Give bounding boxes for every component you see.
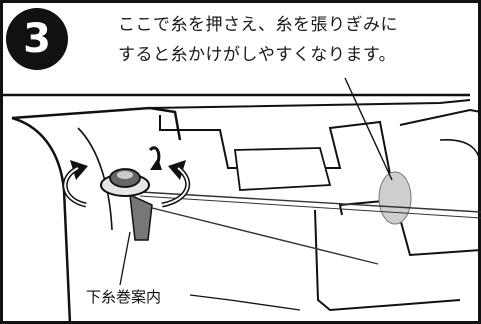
label-leader-1 <box>119 231 131 286</box>
thread-upper <box>139 191 481 213</box>
label-leader-2 <box>189 294 301 311</box>
recess-slot <box>233 147 332 191</box>
header <box>0 0 481 88</box>
thread-upper-shadow <box>139 195 481 219</box>
instruction-text: ここで糸を押さえ、糸を張りぎみに すると糸かけがしやすくなります。 <box>118 10 398 70</box>
top-cover-outline <box>159 115 397 216</box>
thread-lower <box>139 204 379 265</box>
curved-arrow-right-icon <box>161 160 191 208</box>
guide-disc-highlight <box>117 171 133 179</box>
instruction-line-2: すると糸かけがしやすくなります。 <box>118 45 397 65</box>
callout-leader-line <box>344 77 393 181</box>
top-plate-edge <box>149 99 471 109</box>
machine-top-edge <box>0 93 470 141</box>
step-number: 3 <box>23 16 51 62</box>
finger-press-point <box>378 171 412 225</box>
step-number-badge: 3 <box>6 8 68 70</box>
bobbin-winder-guide-label: 下糸巻案内 <box>84 286 164 307</box>
curved-arrow-top-icon <box>148 146 162 170</box>
instruction-line-1: ここで糸を押さえ、糸を張りぎみに <box>118 15 398 35</box>
guide-post <box>129 193 153 241</box>
machine-panel-curve <box>77 127 113 231</box>
machine-side-curve <box>11 116 72 324</box>
spool-pin-curve <box>439 139 481 171</box>
lower-body-edge <box>314 209 461 312</box>
right-body-edge <box>399 108 481 126</box>
curved-arrow-left-icon <box>62 160 88 208</box>
